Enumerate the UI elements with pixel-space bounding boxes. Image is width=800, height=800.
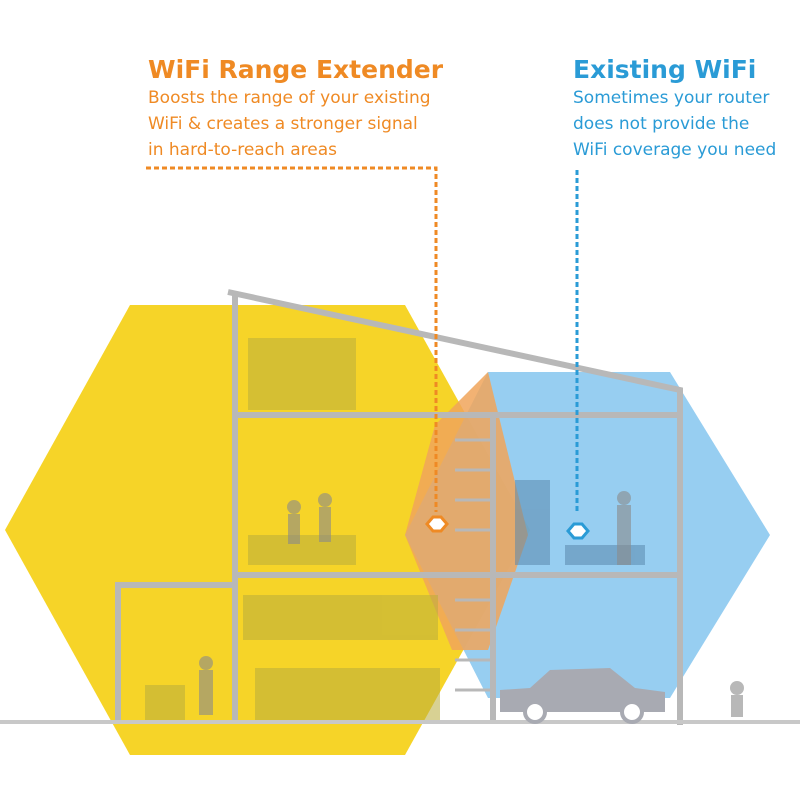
extender-leader-line — [146, 166, 438, 512]
car-wheel-rear — [620, 700, 644, 724]
car-wheel-front — [523, 700, 547, 724]
bookshelf — [515, 480, 550, 565]
bed — [248, 535, 356, 565]
car — [500, 668, 665, 712]
desk — [565, 545, 645, 565]
patio-table — [145, 685, 185, 720]
kitchen-cabinets-upper — [243, 595, 438, 640]
existing-wifi-callout: Existing WiFi Sometimes your router does… — [573, 55, 776, 163]
existing-wifi-description-line: does not provide the — [573, 114, 750, 134]
roof-line — [227, 289, 683, 725]
staircase — [455, 438, 490, 692]
kitchen-cabinets-lower — [255, 668, 440, 720]
extender-title: WiFi Range Extender — [148, 55, 444, 84]
existing-wifi-title: Existing WiFi — [573, 55, 757, 84]
existing-wifi-description-line: Sometimes your router — [573, 88, 770, 108]
person-figures — [199, 491, 744, 717]
bunk-bed — [248, 338, 356, 410]
extender-description-line: Boosts the range of your existing — [148, 88, 431, 108]
existing-wifi-description-line: WiFi coverage you need — [573, 140, 777, 160]
extender-callout: WiFi Range Extender Boosts the range of … — [148, 55, 443, 163]
router-node-icon — [566, 522, 590, 540]
house-structure — [115, 289, 683, 725]
patio-frame — [115, 582, 235, 722]
extender-node-icon — [425, 515, 449, 533]
extender-description-line: in hard-to-reach areas — [148, 140, 338, 160]
extender-description-line: WiFi & creates a stronger signal — [148, 114, 418, 134]
